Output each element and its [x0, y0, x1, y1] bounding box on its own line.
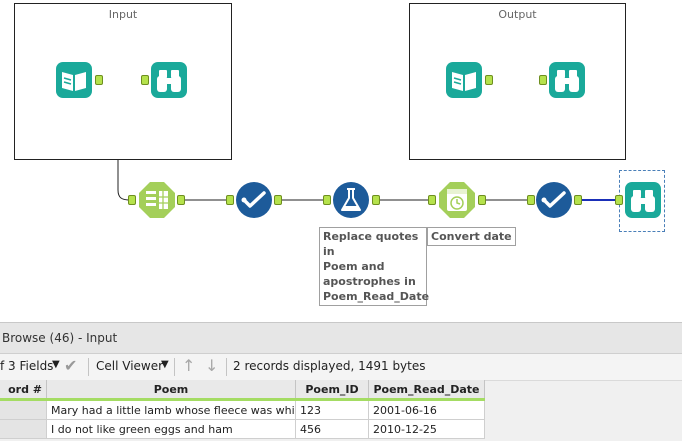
results-panel: Browse (46) - Input f 3 Fields ▼ ✔ Cell … — [0, 322, 682, 441]
table-row[interactable]: I do not like green eggs and ham 456 201… — [0, 419, 485, 439]
browse-tool[interactable] — [150, 61, 188, 99]
calendar-clock-icon — [439, 182, 475, 218]
output-anchor[interactable] — [274, 195, 282, 205]
formula-tool[interactable] — [332, 181, 370, 219]
results-title: Browse (46) - Input — [2, 331, 118, 345]
output-anchor[interactable] — [177, 195, 185, 205]
book-icon — [56, 62, 92, 98]
select-tool[interactable] — [235, 181, 273, 219]
results-header: Browse (46) - Input — [0, 323, 682, 354]
cell-poem[interactable]: I do not like green eggs and ham — [46, 419, 296, 439]
row-number — [0, 419, 47, 439]
fields-dropdown-label[interactable]: f 3 Fields — [0, 359, 54, 373]
input-data-tool-2[interactable] — [445, 61, 483, 99]
arrow-up-icon[interactable]: ↑ — [182, 356, 196, 375]
checkmark-icon — [536, 182, 572, 218]
row-number — [0, 399, 47, 420]
datetime-tool[interactable] — [438, 181, 476, 219]
chevron-down-icon[interactable]: ▼ — [161, 359, 169, 370]
cell-poem-read-date[interactable]: 2001-06-16 — [368, 399, 485, 420]
cell-poem[interactable]: Mary had a little lamb whose fleece was … — [46, 399, 296, 420]
flask-icon — [333, 182, 369, 218]
input-anchor[interactable] — [141, 75, 149, 85]
chevron-down-icon[interactable]: ▼ — [52, 359, 60, 370]
checkmark-icon[interactable]: ✔ — [64, 356, 78, 375]
column-header-poem[interactable]: Poem — [46, 380, 296, 401]
binoculars-icon — [549, 62, 585, 98]
checkmark-icon — [236, 182, 272, 218]
output-anchor[interactable] — [574, 195, 582, 205]
column-header-poem-read-date[interactable]: Poem_Read_Date — [368, 380, 485, 401]
results-toolbar: f 3 Fields ▼ ✔ Cell Viewer ▼ ↑ ↓ 2 recor… — [0, 354, 682, 381]
input-anchor[interactable] — [527, 195, 535, 205]
formula-annotation: Replace quotes in Poem and apostrophes i… — [319, 227, 429, 306]
output-container-title: Output — [498, 8, 537, 21]
arrow-down-icon[interactable]: ↓ — [205, 356, 219, 375]
input-anchor[interactable] — [323, 195, 331, 205]
input-anchor[interactable] — [428, 195, 436, 205]
input-anchor[interactable] — [226, 195, 234, 205]
output-anchor[interactable] — [372, 195, 380, 205]
binoculars-icon — [625, 182, 661, 218]
column-header-record[interactable]: ord # — [0, 380, 47, 401]
select-tool-2[interactable] — [535, 181, 573, 219]
input-data-tool[interactable] — [55, 61, 93, 99]
output-anchor[interactable] — [95, 75, 103, 85]
column-header-poem-id[interactable]: Poem_ID — [295, 380, 369, 401]
input-anchor[interactable] — [128, 195, 136, 205]
table-columns-icon — [139, 182, 175, 218]
binoculars-icon — [151, 62, 187, 98]
input-anchor[interactable] — [539, 75, 547, 85]
divider — [174, 358, 175, 376]
table-row[interactable]: Mary had a little lamb whose fleece was … — [0, 399, 485, 420]
datetime-annotation: Convert date — [427, 227, 516, 246]
book-icon — [446, 62, 482, 98]
header-row: ord # Poem Poem_ID Poem_Read_Date — [0, 380, 485, 401]
browse-tool-3[interactable] — [624, 181, 662, 219]
output-anchor[interactable] — [478, 195, 486, 205]
cell-poem-id[interactable]: 456 — [295, 419, 369, 439]
records-status: 2 records displayed, 1491 bytes — [233, 359, 426, 373]
output-container[interactable]: Output — [409, 3, 626, 160]
input-container[interactable]: Input — [14, 3, 232, 160]
output-anchor[interactable] — [485, 75, 493, 85]
workflow-canvas[interactable]: Input Output — [0, 0, 682, 322]
cell-poem-read-date[interactable]: 2010-12-25 — [368, 419, 485, 439]
cell-poem-id[interactable]: 123 — [295, 399, 369, 420]
input-container-title: Input — [108, 8, 138, 21]
results-grid[interactable]: ord # Poem Poem_ID Poem_Read_Date Mary h… — [0, 380, 485, 439]
divider — [226, 358, 227, 376]
input-anchor[interactable] — [615, 195, 623, 205]
text-to-columns-tool[interactable] — [138, 181, 176, 219]
browse-tool-2[interactable] — [548, 61, 586, 99]
divider — [88, 358, 89, 376]
cell-viewer-label[interactable]: Cell Viewer — [96, 359, 164, 373]
